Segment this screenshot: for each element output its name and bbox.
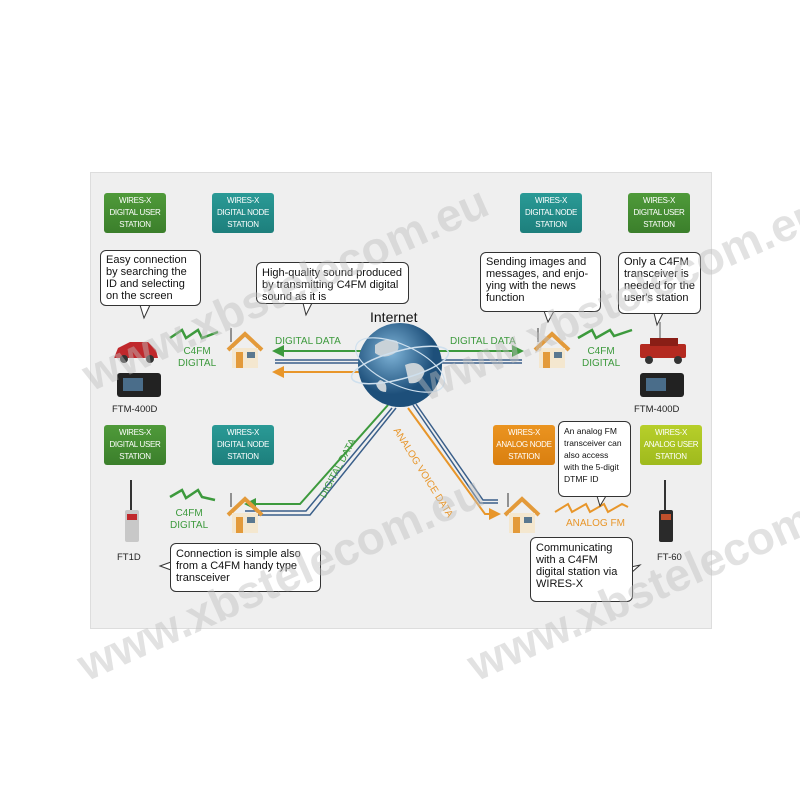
globe-icon [350,323,450,407]
ft1d-label: FT1D [117,552,141,563]
digital-text: DIGITAL [178,358,217,369]
ft1d-handheld-icon [125,480,139,542]
c4fm-signal-icon [169,488,216,502]
digital-data-label: DIGITAL DATA [450,336,516,347]
callout-communicating: Communicating with a C4FM digital statio… [530,537,633,602]
internet-label: Internet [370,309,418,325]
link-line [245,407,397,516]
c4fm-text: C4FM [175,508,203,519]
ftm400d-radio-icon [640,373,684,397]
house-icon [226,493,264,533]
car-icon [114,342,158,363]
digital-data-arrow-down [244,404,389,510]
digital-text: DIGITAL [582,358,621,369]
ftm400d-label: FTM-400D [634,404,680,415]
callout-only-c4fm: Only a C4FM transceiver is needed for th… [618,252,701,314]
ft60-handheld-icon [659,480,673,542]
callout-analog-fm: An analog FM transceiver can also access… [558,421,631,497]
ft60-label: FT-60 [657,552,682,563]
jeep-icon [640,322,686,364]
house-icon [503,493,541,533]
analog-fm-label: ANALOG FM [566,518,625,529]
callout-easy-connection: Easy connection by searching the ID and … [100,250,201,306]
ftm400d-radio-icon [117,373,161,397]
callout-high-quality-sound: High-quality sound produced by transmitt… [256,262,409,304]
c4fm-signal-icon [577,328,633,340]
callout-connection-simple: Connection is simple also from a C4FM ha… [170,543,321,592]
c4fm-text: C4FM [587,346,615,357]
link-line [245,407,393,512]
house-icon [226,328,264,368]
link-line [412,404,498,504]
analog-voice-arrow-down [407,407,501,520]
analog-signal-icon [554,502,629,514]
digital-data-label: DIGITAL DATA [275,336,341,347]
callout-sending-images: Sending images and messages, and enjo-yi… [480,252,601,312]
house-icon [533,328,571,368]
digital-text: DIGITAL [170,520,209,531]
ftm400d-label: FTM-400D [112,404,158,415]
c4fm-text: C4FM [183,346,211,357]
link-line [415,403,498,501]
c4fm-signal-icon [169,328,219,340]
